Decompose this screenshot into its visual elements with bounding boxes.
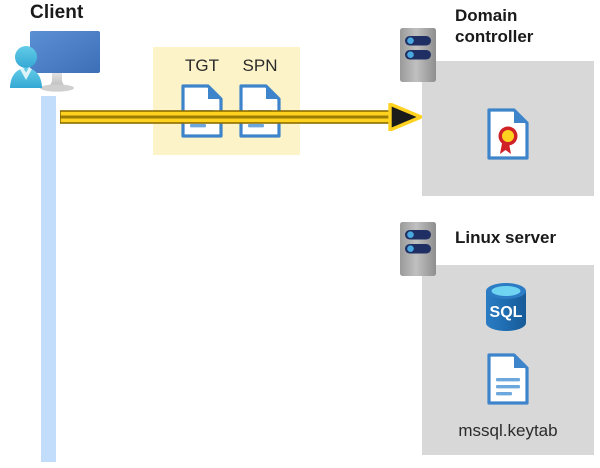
server-rack-icon bbox=[400, 222, 436, 276]
linux-server-title: Linux server bbox=[455, 228, 557, 247]
keytab-filename-label: mssql.keytab bbox=[458, 421, 558, 440]
client-to-dc-arrow bbox=[59, 102, 423, 132]
user-with-monitor-icon bbox=[8, 26, 104, 96]
tgt-label: TGT bbox=[185, 56, 219, 75]
keytab-document-icon bbox=[487, 353, 529, 405]
client-lifeline bbox=[41, 96, 56, 462]
spn-label: SPN bbox=[242, 56, 278, 75]
server-rack-icon bbox=[400, 28, 436, 82]
sql-icon-label: SQL bbox=[490, 304, 523, 321]
client-title: Client bbox=[30, 2, 84, 23]
sql-database-icon: SQL bbox=[483, 281, 529, 333]
domain-controller-title: Domain controller bbox=[455, 6, 534, 47]
certificate-document-icon bbox=[487, 108, 529, 160]
